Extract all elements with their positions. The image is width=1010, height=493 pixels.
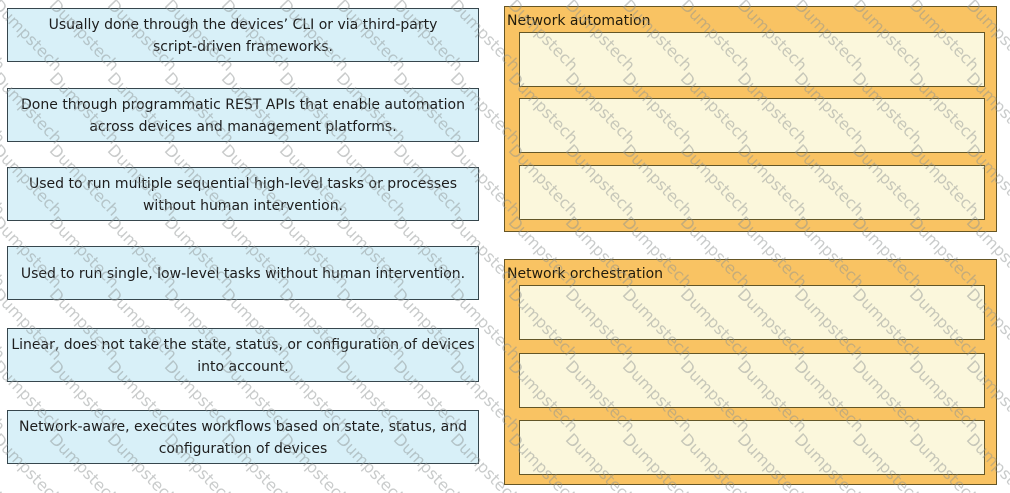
drop-panel-network-orchestration: Network orchestration [504,259,997,485]
drag-item-label: Used to run single, low-level tasks with… [20,265,466,282]
drag-item-single-low-level-tasks[interactable]: Used to run single, low-level tasks with… [7,246,479,300]
drag-item-network-aware-workflows[interactable]: Network-aware, executes workflows based … [7,410,479,464]
drag-item-linear-no-state[interactable]: Linear, does not take the state, status,… [7,328,479,382]
drop-slot-orchestration-3[interactable] [519,420,985,475]
drag-item-label: Linear, does not take the state, status,… [11,336,475,375]
drop-panel-network-automation: Network automation [504,6,997,232]
drop-slot-automation-2[interactable] [519,98,985,153]
drag-item-label: Network-aware, executes workflows based … [18,418,467,457]
drag-item-label: Used to run multiple sequential high-lev… [28,175,458,214]
drag-item-label: Usually done through the devices’ CLI or… [48,16,438,55]
drop-slot-automation-1[interactable] [519,32,985,87]
drag-item-label: Done through programmatic REST APIs that… [21,96,465,135]
drag-item-multiple-sequential-tasks[interactable]: Used to run multiple sequential high-lev… [7,167,479,221]
drop-slot-automation-3[interactable] [519,165,985,220]
drag-item-cli-script-frameworks[interactable]: Usually done through the devices’ CLI or… [7,8,479,62]
drag-item-rest-apis[interactable]: Done through programmatic REST APIs that… [7,88,479,142]
drop-slot-orchestration-1[interactable] [519,285,985,340]
panel-title: Network automation [507,13,651,29]
drop-slot-orchestration-2[interactable] [519,353,985,408]
panel-title: Network orchestration [507,266,664,282]
